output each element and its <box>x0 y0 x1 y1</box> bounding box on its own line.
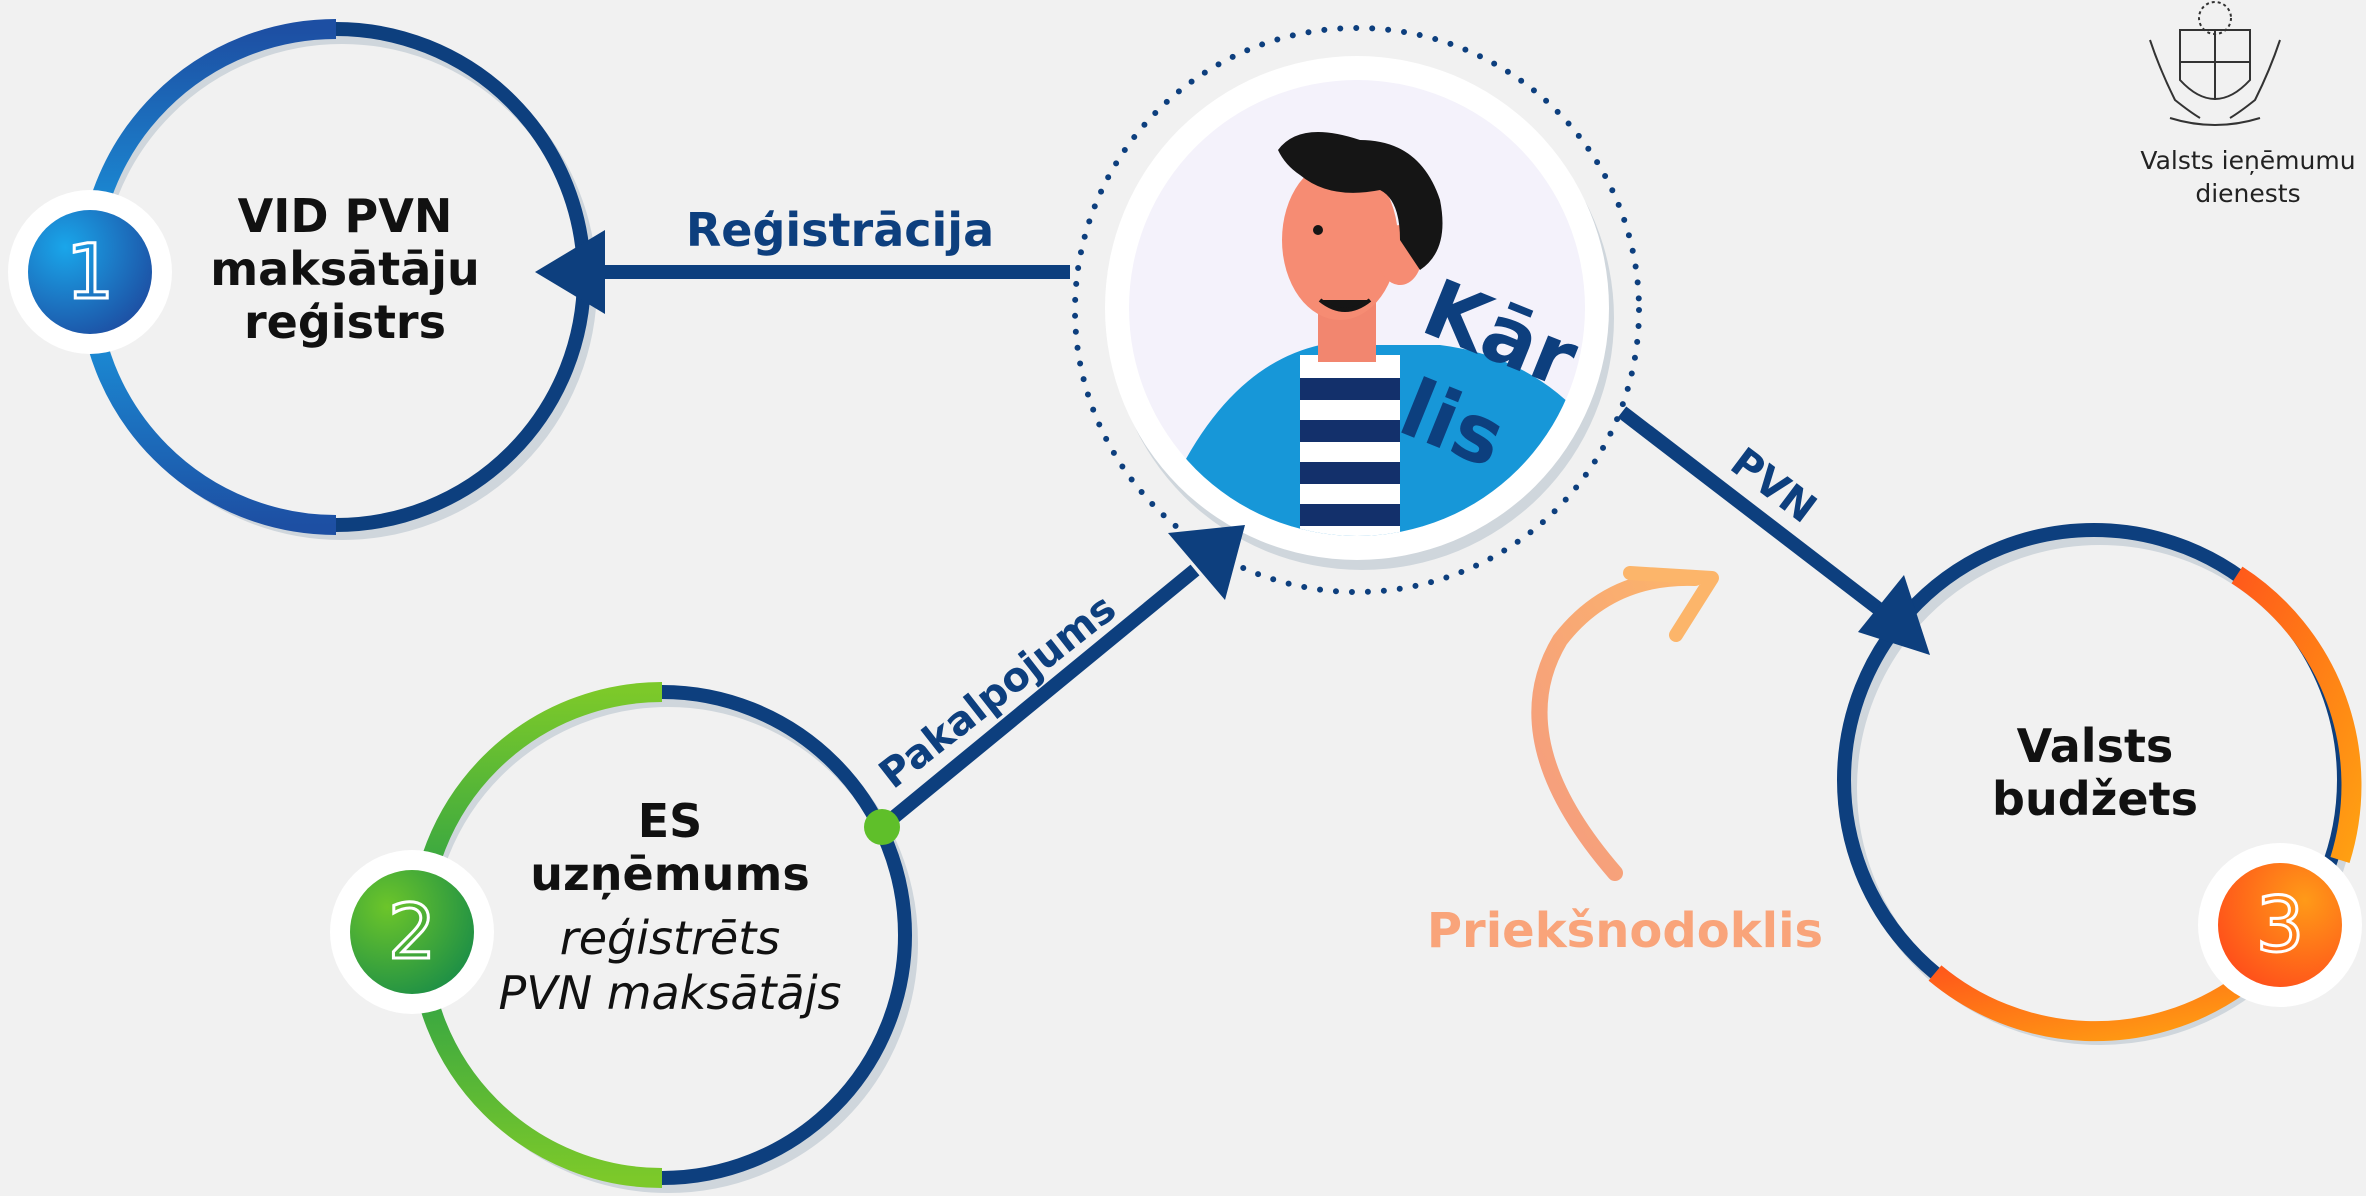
registry-title-line1: VID PVN <box>237 189 453 243</box>
organization-name-line2: dienests <box>2195 178 2301 208</box>
badge-1-number: 1 <box>66 227 114 316</box>
registration-arrow <box>535 230 1070 314</box>
registry-title-line3: reģistrs <box>243 294 446 349</box>
badge-3 <box>2198 843 2362 1007</box>
eu-company-subtitle-line2: PVN maksātājs <box>498 965 842 1020</box>
vat-arrow <box>1617 406 1930 655</box>
input-tax-arrow <box>1531 566 1719 881</box>
badge-1 <box>8 190 172 354</box>
registry-title-line2: maksātāju <box>210 241 480 296</box>
registration-arrow-label: Reģistrācija <box>685 203 995 257</box>
input-tax-label: Priekšnodoklis <box>1426 903 1824 959</box>
badge-2 <box>330 850 494 1014</box>
registry-title: VID PVN maksātāju reģistrs <box>160 190 530 349</box>
eu-company-subtitle-line1: reģistrēts <box>559 910 781 965</box>
organization-name-line1: Valsts ieņēmumu <box>2140 146 2356 175</box>
budget-title-line1: Valsts <box>2016 719 2174 773</box>
eu-company-label: ES uzņēmums reģistrēts PVN maksātājs <box>470 795 870 1021</box>
vat-arrow-label: PVN <box>1722 439 1825 532</box>
eu-company-title-line1: ES <box>637 794 703 848</box>
coat-of-arms-emblem <box>2149 1 2281 126</box>
organization-name: Valsts ieņēmumu dienests <box>2130 145 2366 210</box>
budget-title-line2: budžets <box>1992 771 2198 826</box>
badge-2-number: 2 <box>388 887 436 976</box>
budget-title: Valsts budžets <box>1920 720 2270 826</box>
budget-node <box>1837 523 2362 1045</box>
badge-3-number: 3 <box>2256 880 2304 969</box>
service-arrow-label: Pakalpojums <box>871 585 1125 798</box>
eu-company-title-line2: uzņēmums <box>530 846 810 901</box>
service-arrow <box>864 525 1245 845</box>
